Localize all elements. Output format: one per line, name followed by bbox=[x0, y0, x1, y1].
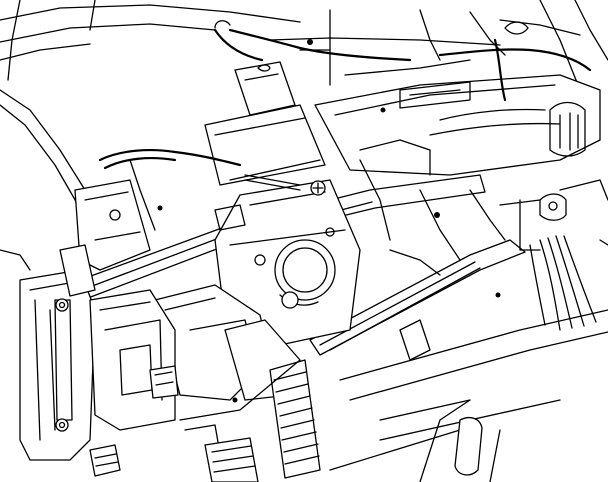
lower-ip-carrier bbox=[329, 309, 608, 482]
left-upper-bracket bbox=[59, 179, 151, 297]
hardware-fasteners bbox=[157, 39, 501, 403]
left-end-panel bbox=[19, 269, 96, 461]
center-bracket bbox=[214, 179, 361, 346]
mounting-bolt bbox=[244, 174, 326, 196]
cowl-panel bbox=[228, 9, 592, 86]
steering-column-tower bbox=[204, 61, 326, 186]
upper-left-body-panel bbox=[0, 0, 301, 231]
ribbed-connector bbox=[269, 359, 321, 479]
heater-case-housing bbox=[314, 74, 601, 176]
left-knee-bracket bbox=[89, 289, 179, 431]
lower-left-connectors bbox=[89, 424, 259, 482]
wiring-harness-upper bbox=[98, 20, 507, 170]
wiring-bundle-right bbox=[499, 179, 608, 331]
misc-structure-lines bbox=[0, 159, 608, 421]
